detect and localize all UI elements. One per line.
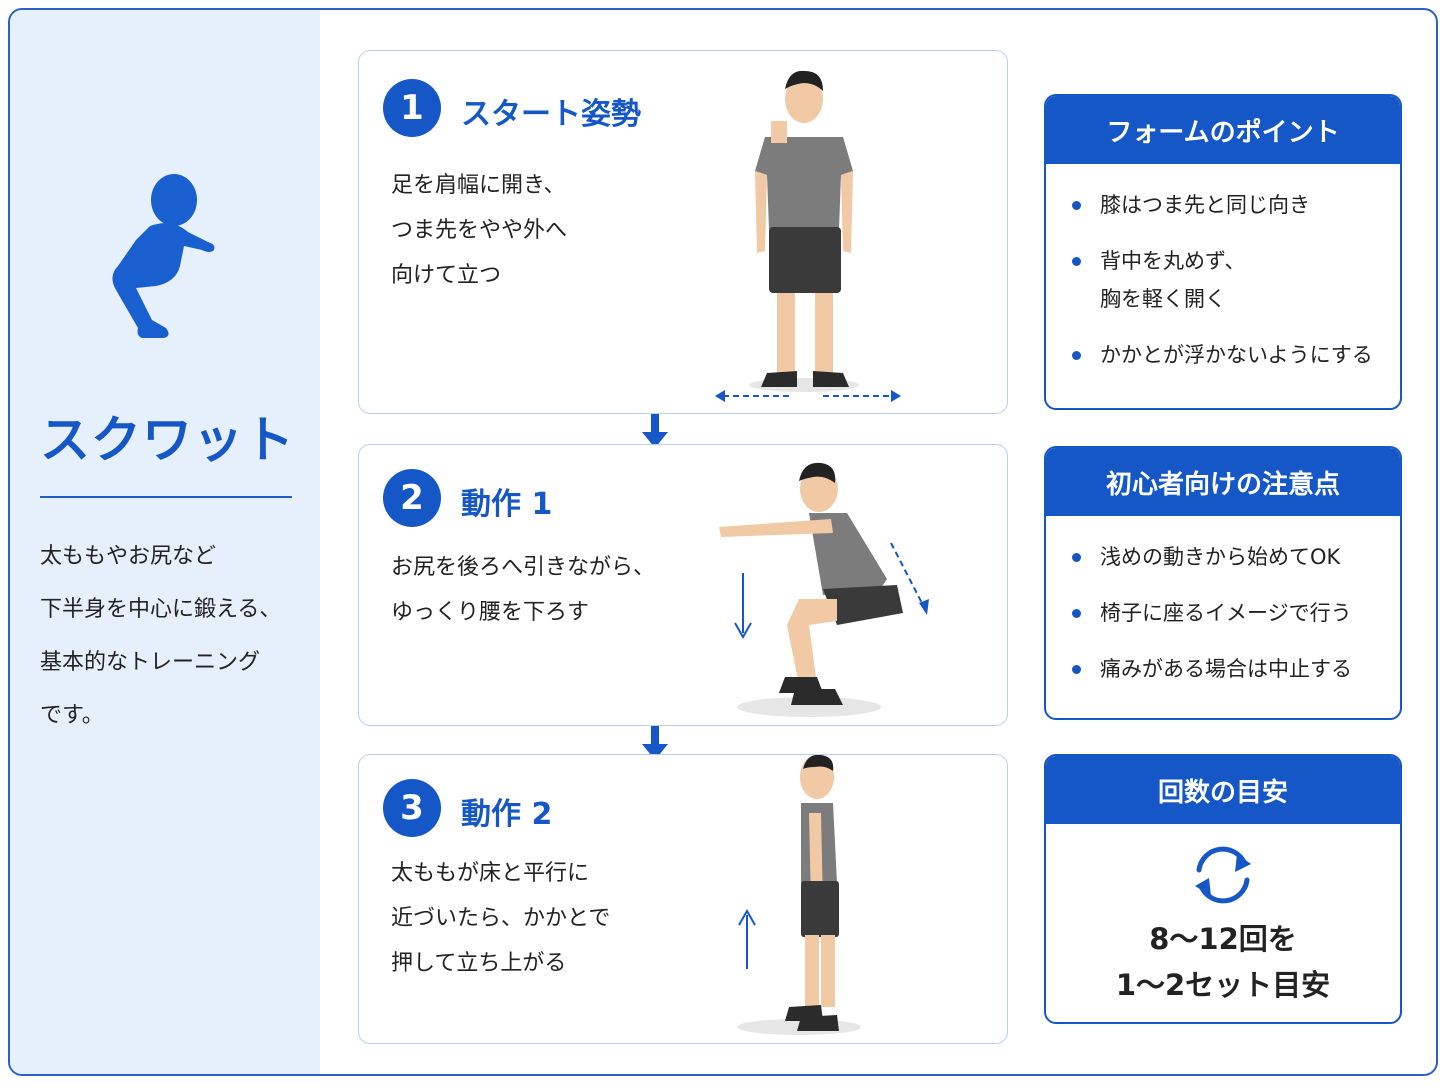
instruction-line: つま先をやや外へ bbox=[391, 218, 568, 243]
list-item: 痛みがある場合は中止する bbox=[1070, 650, 1400, 688]
list-item-text: 胸を軽く開く bbox=[1100, 287, 1226, 311]
down-arrow-icon bbox=[642, 414, 668, 448]
instruction-line: ゆっくり腰を下ろす bbox=[391, 600, 590, 625]
step-instructions: 足を肩幅に開き、 つま先をやや外へ 向けて立つ bbox=[391, 163, 567, 298]
instruction-line: 足を肩幅に開き、 bbox=[391, 173, 566, 198]
list-item-text: 浅めの動きから始めてOK bbox=[1100, 545, 1341, 569]
panel-title: 初心者向けの注意点 bbox=[1046, 448, 1400, 516]
step-number-badge: 2 bbox=[383, 469, 441, 527]
instruction-line: お尻を後ろへ引きながら、 bbox=[391, 555, 656, 580]
infographic-frame: スクワット 太ももやお尻など 下半身を中心に鍛える、 基本的なトレーニング です… bbox=[8, 8, 1438, 1076]
down-arrow-icon bbox=[642, 726, 668, 760]
beginner-tips-list: 浅めの動きから始めてOK 椅子に座るイメージで行う 痛みがある場合は中止する bbox=[1046, 516, 1400, 688]
step-card-2: 2 動作 1 お尻を後ろへ引きながら、 ゆっくり腰を下ろす bbox=[358, 444, 1008, 726]
step-number-badge: 1 bbox=[383, 79, 441, 137]
list-item: 背中を丸めず、胸を軽く開く bbox=[1070, 242, 1400, 318]
exercise-title: スクワット bbox=[40, 411, 295, 469]
instruction-line: 太ももが床と平行に bbox=[391, 861, 590, 886]
repeat-cycle-icon bbox=[1195, 846, 1251, 904]
description-line: 基本的なトレーニング bbox=[40, 650, 261, 675]
list-item: 浅めの動きから始めてOK bbox=[1070, 538, 1400, 576]
step-number-badge: 3 bbox=[383, 779, 441, 837]
instruction-line: 向けて立つ bbox=[391, 263, 502, 288]
list-item: 椅子に座るイメージで行う bbox=[1070, 594, 1400, 632]
description-line: 下半身を中心に鍛える、 bbox=[40, 597, 282, 622]
form-points-list: 膝はつま先と同じ向き 背中を丸めず、胸を軽く開く かかとが浮かないようにする bbox=[1046, 164, 1400, 374]
step-card-3: 3 動作 2 太ももが床と平行に 近づいたら、かかとで 押して立ち上がる bbox=[358, 754, 1008, 1044]
step-instructions: お尻を後ろへ引きながら、 ゆっくり腰を下ろす bbox=[391, 545, 655, 635]
reps-guideline: 8〜12回を 1〜2セット目安 bbox=[1046, 916, 1400, 1008]
squatting-figure-illustration bbox=[719, 462, 929, 717]
reps-line: 8〜12回を bbox=[1149, 922, 1297, 956]
list-item-text: 膝はつま先と同じ向き bbox=[1100, 193, 1310, 217]
sidebar: スクワット 太ももやお尻など 下半身を中心に鍛える、 基本的なトレーニング です… bbox=[10, 10, 320, 1074]
list-item-text: 椅子に座るイメージで行う bbox=[1100, 601, 1352, 625]
panel-title: フォームのポイント bbox=[1046, 96, 1400, 164]
step-title: スタート姿勢 bbox=[461, 97, 641, 132]
panel-title: 回数の目安 bbox=[1046, 756, 1400, 824]
step-card-1: 1 スタート姿勢 足を肩幅に開き、 つま先をやや外へ 向けて立つ bbox=[358, 50, 1008, 414]
step-title: 動作 1 bbox=[461, 487, 553, 522]
description-line: 太ももやお尻など bbox=[40, 544, 217, 569]
instruction-line: 押して立ち上がる bbox=[391, 951, 567, 976]
beginner-tips-panel: 初心者向けの注意点 浅めの動きから始めてOK 椅子に座るイメージで行う 痛みがあ… bbox=[1044, 446, 1402, 720]
list-item-text: 痛みがある場合は中止する bbox=[1100, 657, 1352, 681]
title-divider bbox=[40, 496, 292, 498]
list-item: かかとが浮かないようにする bbox=[1070, 336, 1400, 374]
exercise-description: 太ももやお尻など 下半身を中心に鍛える、 基本的なトレーニング です。 bbox=[40, 530, 310, 742]
stance-width-arrows bbox=[715, 390, 901, 402]
list-item-text: 背中を丸めず、 bbox=[1100, 249, 1246, 273]
list-item: 膝はつま先と同じ向き bbox=[1070, 186, 1400, 224]
reps-panel: 回数の目安 8〜12回を 1〜2セット目安 bbox=[1044, 754, 1402, 1024]
description-line: です。 bbox=[40, 703, 104, 728]
instruction-line: 近づいたら、かかとで bbox=[391, 906, 611, 931]
standing-figure-illustration bbox=[749, 70, 859, 392]
rising-figure-illustration bbox=[737, 755, 861, 1035]
list-item-text: かかとが浮かないようにする bbox=[1100, 343, 1373, 367]
form-points-panel: フォームのポイント 膝はつま先と同じ向き 背中を丸めず、胸を軽く開く かかとが浮… bbox=[1044, 94, 1402, 410]
step-title: 動作 2 bbox=[461, 797, 553, 832]
step-instructions: 太ももが床と平行に 近づいたら、かかとで 押して立ち上がる bbox=[391, 851, 610, 986]
reps-line: 1〜2セット目安 bbox=[1115, 968, 1331, 1002]
squat-silhouette-icon bbox=[112, 174, 215, 338]
